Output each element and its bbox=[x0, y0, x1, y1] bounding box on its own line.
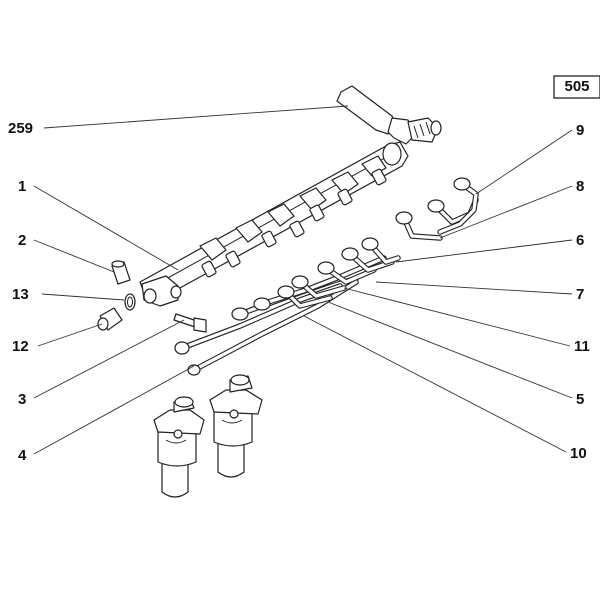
leader-259 bbox=[43, 105, 349, 129]
callout-10[interactable]: 10 bbox=[570, 445, 587, 462]
callout-4[interactable]: 4 bbox=[18, 447, 27, 464]
callout-11[interactable]: 11 bbox=[574, 338, 590, 355]
callout-6[interactable]: 6 bbox=[576, 232, 584, 249]
callout-9[interactable]: 9 bbox=[576, 122, 584, 139]
leader-2 bbox=[33, 239, 115, 273]
callout-5[interactable]: 5 bbox=[576, 391, 584, 408]
leader-3 bbox=[33, 319, 185, 399]
leader-8 bbox=[439, 185, 573, 239]
callout-259[interactable]: 259 bbox=[8, 120, 33, 137]
union-fitting-part[interactable] bbox=[97, 307, 123, 331]
leader-6 bbox=[395, 239, 573, 263]
nut-part[interactable] bbox=[111, 260, 131, 285]
callout-3[interactable]: 3 bbox=[18, 391, 26, 408]
leader-11 bbox=[343, 287, 571, 347]
bolt-part[interactable] bbox=[173, 313, 207, 333]
page-tag: 505 bbox=[553, 75, 600, 99]
callout-13[interactable]: 13 bbox=[12, 286, 29, 303]
injector-left-part[interactable] bbox=[153, 396, 205, 498]
injector-pipes[interactable] bbox=[174, 177, 479, 376]
leader-1 bbox=[33, 185, 179, 271]
callout-labels: 259 1 2 13 12 3 4 9 8 6 7 11 5 10 bbox=[8, 120, 590, 464]
pressure-sensor-part[interactable] bbox=[336, 85, 442, 145]
callout-1[interactable]: 1 bbox=[18, 178, 26, 195]
fuel-rail-part[interactable] bbox=[139, 141, 409, 307]
callout-8[interactable]: 8 bbox=[576, 178, 584, 195]
callout-12[interactable]: 12 bbox=[12, 338, 29, 355]
leader-lines bbox=[33, 105, 573, 455]
leader-7 bbox=[375, 281, 573, 295]
injector-right-part[interactable] bbox=[209, 374, 263, 478]
leader-9 bbox=[475, 129, 573, 195]
leader-5 bbox=[327, 301, 573, 399]
leader-4 bbox=[33, 365, 195, 455]
leader-10 bbox=[303, 315, 567, 453]
page-tag-text: 505 bbox=[564, 78, 589, 95]
sealing-ring-part[interactable] bbox=[124, 293, 136, 311]
callout-7[interactable]: 7 bbox=[576, 286, 584, 303]
leader-12 bbox=[37, 323, 103, 347]
callout-2[interactable]: 2 bbox=[18, 232, 26, 249]
leader-13 bbox=[41, 293, 125, 301]
